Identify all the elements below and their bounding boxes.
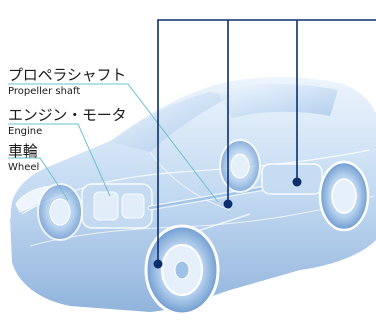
rear-wheel-near: [318, 160, 370, 232]
car-body-shape: [9, 76, 376, 312]
front-wheel-far: [37, 183, 83, 241]
rear-wheel-far: [219, 139, 261, 193]
front-wheel-near: [144, 224, 220, 316]
engine-label-jp: エンジン・モータ: [8, 106, 127, 124]
side-window: [216, 84, 338, 118]
propeller-shaft-label-en: Propeller shaft: [8, 86, 81, 97]
propeller-shaft-label: プロペラシャフト Propeller shaft: [8, 68, 126, 97]
callout-lines: [8, 83, 219, 203]
car-roofline: [8, 75, 376, 219]
pointer-line-front-wheel: [157, 19, 376, 264]
pointer-dot-front-wheel: [153, 259, 163, 269]
rear-axle-housing: [261, 163, 323, 195]
pointer-lines: [157, 19, 376, 264]
engine-detail-1: [93, 191, 119, 221]
pointer-dots: [153, 177, 302, 269]
wheel-label: 車輪 Wheel: [8, 144, 39, 173]
wheel-label-jp: 車輪: [8, 142, 38, 160]
pointer-dot-rear-axle: [292, 177, 302, 187]
body-contour-3: [149, 151, 231, 211]
drivetrain: [81, 163, 323, 241]
pointer-dot-shaft: [223, 199, 233, 209]
engine-label-en: Engine: [8, 126, 43, 137]
wheel-label-en: Wheel: [8, 162, 40, 173]
wheel-callout-line: [8, 157, 69, 201]
propeller-shaft-label-jp: プロペラシャフト: [8, 66, 127, 84]
engine-detail-2: [121, 193, 145, 219]
engine-label: エンジン・モータ Engine: [8, 106, 127, 137]
propeller-callout-line: [8, 83, 219, 203]
windshield: [112, 92, 232, 152]
engine-callout-line: [8, 123, 111, 197]
